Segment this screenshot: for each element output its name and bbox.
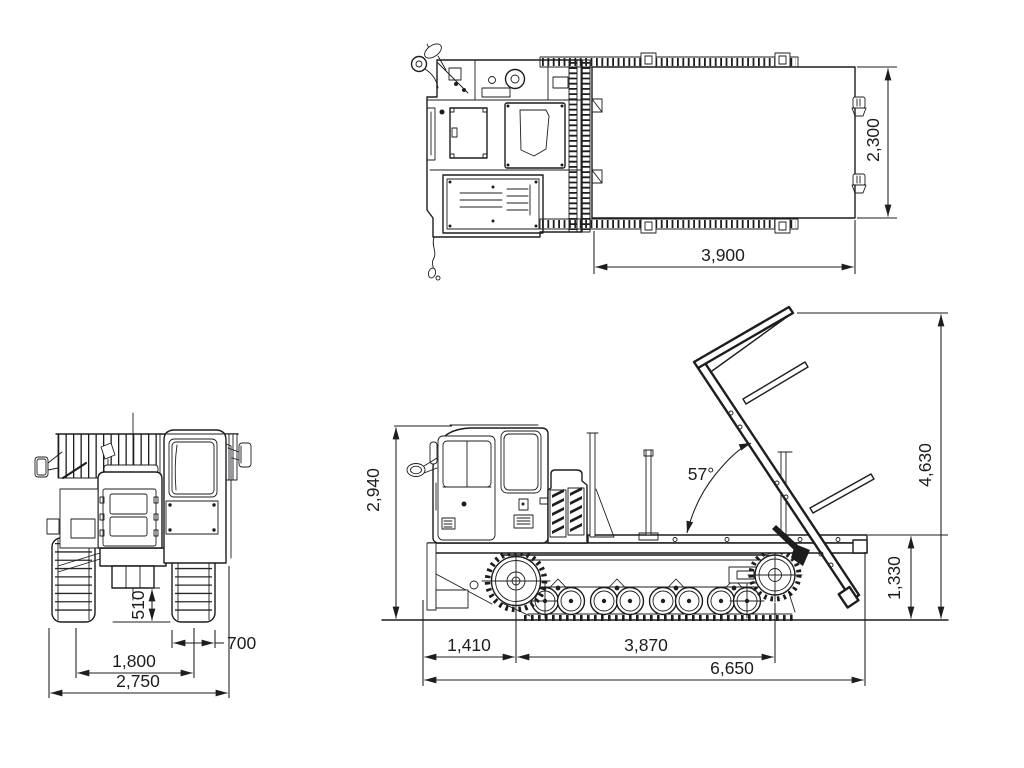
dim-track-gauge: 1,800 [75, 628, 195, 678]
right-mirror [227, 442, 252, 468]
dim-overall-width: 2,750 [48, 566, 230, 698]
dim-overall-height: 2,940 [363, 425, 452, 619]
handrail [61, 461, 88, 480]
dim-label-track-width: 700 [227, 633, 256, 653]
dim-bed-width: 2,300 [857, 66, 897, 219]
plan-cargo-bed [539, 52, 867, 234]
front-engine-hood [46, 464, 163, 549]
windshield [168, 438, 218, 498]
dim-dump-angle: 57° [686, 442, 752, 534]
dim-track-width: 700 [171, 630, 256, 653]
dim-label-track-gauge: 1,800 [112, 651, 156, 671]
dim-label-front-overhang: 1,410 [447, 635, 491, 655]
dim-sprocket-distance: 3,870 [517, 603, 776, 663]
plan-machine-body [410, 43, 591, 281]
front-view: 510 700 1,800 2,750 [34, 412, 256, 698]
bed-latch [851, 173, 867, 194]
dim-bed-length: 3,900 [593, 220, 856, 274]
side-mirror [406, 463, 426, 477]
dim-label-overall-width: 2,750 [116, 671, 160, 691]
dim-label-bed-width: 2,300 [863, 118, 883, 162]
wiper [174, 444, 178, 491]
dim-label-overall-length: 6,650 [710, 658, 754, 678]
dim-ground-clearance: 510 [128, 587, 160, 621]
dim-deck-height: 1,330 [868, 534, 948, 619]
side-dump-bed-raised [692, 305, 875, 609]
rear-idler [728, 547, 803, 603]
front-cargo-bed [55, 433, 239, 481]
dim-max-dump-height: 4,630 [797, 312, 948, 619]
dim-label-bed-length: 3,900 [701, 245, 745, 265]
side-view: 57° 2,940 4,630 1,330 1,410 3 [363, 305, 949, 686]
road-wheels [527, 578, 765, 619]
dim-overall-length: 6,650 [424, 552, 866, 686]
dim-label-dump-angle: 57° [688, 464, 714, 484]
dim-label-deck-height: 1,330 [884, 556, 904, 600]
side-cab [406, 424, 549, 544]
front-cab [163, 429, 232, 564]
cab-rear-window [500, 430, 542, 494]
left-mirror [34, 451, 63, 478]
side-engine [547, 469, 588, 544]
front-undercarriage [57, 547, 171, 623]
cab-door [437, 435, 496, 541]
drive-sprocket [481, 548, 551, 614]
dim-label-max-dump-height: 4,630 [915, 443, 935, 487]
dim-front-overhang: 1,410 [422, 600, 517, 686]
exhaust-flap [100, 442, 116, 460]
bed-latch [851, 96, 867, 117]
dim-label-ground-clearance: 510 [128, 590, 148, 619]
plan-mirror [410, 43, 447, 89]
dim-label-overall-height: 2,940 [363, 468, 383, 512]
side-undercarriage [481, 546, 803, 621]
side-chassis-deck [426, 534, 868, 611]
dim-label-sprocket-distance: 3,870 [624, 635, 668, 655]
top-view: 2,300 3,900 [410, 43, 897, 281]
